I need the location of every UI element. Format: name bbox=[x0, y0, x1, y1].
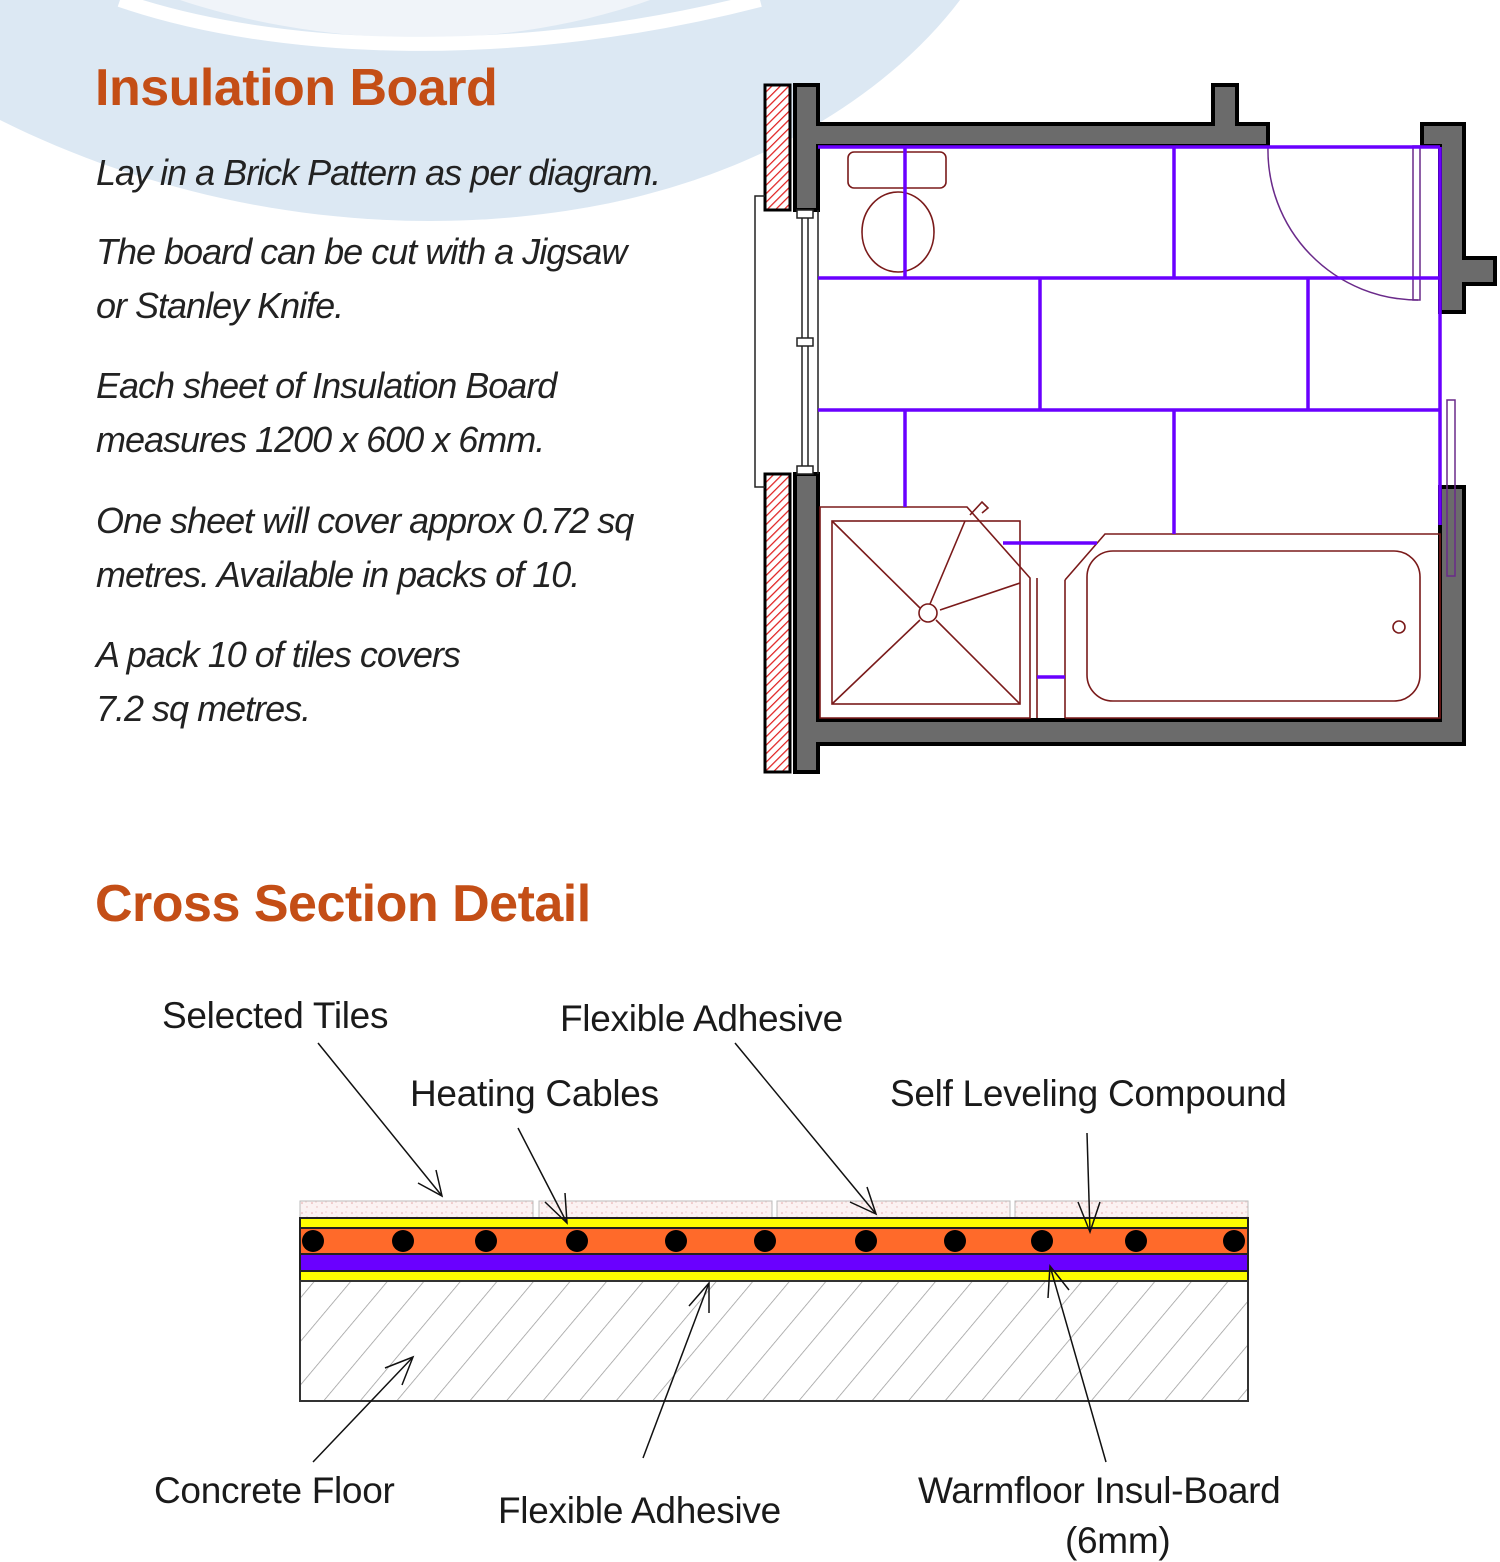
heating-cable bbox=[944, 1230, 966, 1252]
adhesive-top-layer bbox=[299, 1217, 1249, 1229]
instruction-line: One sheet will cover approx 0.72 sq bbox=[96, 500, 634, 541]
heating-cable bbox=[302, 1230, 324, 1252]
tile bbox=[1014, 1200, 1249, 1219]
heating-cable bbox=[855, 1230, 877, 1252]
heating-cable bbox=[754, 1230, 776, 1252]
tile bbox=[299, 1200, 534, 1219]
label-insul-board: Warmfloor Insul-Board bbox=[918, 1470, 1281, 1511]
instruction-paragraph: The board can be cut with a Jigsaw or St… bbox=[96, 225, 627, 333]
tiles-layer bbox=[299, 1200, 1249, 1219]
instruction-line: metres. Available in packs of 10. bbox=[96, 554, 580, 595]
heating-cables bbox=[302, 1230, 1245, 1252]
heating-cable bbox=[665, 1230, 687, 1252]
label-selected-tiles: Selected Tiles bbox=[162, 995, 389, 1036]
instruction-line: Lay in a Brick Pattern as per diagram. bbox=[96, 152, 661, 193]
shower-drain bbox=[918, 603, 938, 623]
insulation-board-heading: Insulation Board bbox=[95, 59, 498, 117]
shower-tray bbox=[819, 506, 1031, 719]
bath-plug bbox=[1392, 620, 1406, 634]
instruction-line: A pack 10 of tiles covers bbox=[96, 634, 461, 675]
instruction-line: measures 1200 x 600 x 6mm. bbox=[96, 419, 545, 460]
cross-section-diagram bbox=[299, 1042, 1249, 1463]
heating-cable bbox=[1125, 1230, 1147, 1252]
heating-cable bbox=[1223, 1230, 1245, 1252]
heating-cable bbox=[475, 1230, 497, 1252]
tile bbox=[538, 1200, 773, 1219]
bathroom-floor-plan bbox=[754, 83, 1497, 774]
cross-section-heading: Cross Section Detail bbox=[95, 875, 591, 933]
heating-cable bbox=[1031, 1230, 1053, 1252]
leader-lines bbox=[312, 1042, 1107, 1463]
toilet-cistern bbox=[847, 151, 947, 189]
label-self-leveling-compound: Self Leveling Compound bbox=[890, 1073, 1287, 1114]
instruction-paragraph: One sheet will cover approx 0.72 sq metr… bbox=[96, 494, 634, 602]
insul-board-layer bbox=[299, 1253, 1249, 1272]
bath-surround bbox=[1064, 533, 1441, 719]
heating-cable bbox=[392, 1230, 414, 1252]
bathroom-fixtures bbox=[819, 151, 1441, 719]
instruction-line: Each sheet of Insulation Board bbox=[96, 365, 557, 406]
instruction-paragraph: Lay in a Brick Pattern as per diagram. bbox=[96, 146, 661, 200]
window bbox=[754, 195, 819, 488]
toilet-bowl bbox=[861, 191, 935, 273]
instruction-paragraph: Each sheet of Insulation Board measures … bbox=[96, 359, 557, 467]
instruction-line: The board can be cut with a Jigsaw bbox=[96, 231, 627, 272]
insulation-board-grid bbox=[818, 145, 1442, 679]
label-concrete-floor: Concrete Floor bbox=[154, 1470, 395, 1511]
bath-tub bbox=[1086, 550, 1421, 702]
door bbox=[1267, 145, 1456, 577]
label-insul-board-thickness: (6mm) bbox=[1065, 1520, 1171, 1561]
label-flexible-adhesive-bottom: Flexible Adhesive bbox=[498, 1490, 781, 1531]
instruction-line: or Stanley Knife. bbox=[96, 285, 344, 326]
concrete-floor-layer bbox=[299, 1280, 1249, 1402]
heating-cable bbox=[566, 1230, 588, 1252]
adhesive-bottom-layer bbox=[299, 1270, 1249, 1282]
label-heating-cables: Heating Cables bbox=[410, 1073, 659, 1114]
label-flexible-adhesive-top: Flexible Adhesive bbox=[560, 998, 843, 1039]
instruction-paragraph: A pack 10 of tiles covers 7.2 sq metres. bbox=[96, 628, 461, 736]
exterior-wall-hatch bbox=[763, 83, 792, 774]
background-swoosh bbox=[0, 0, 960, 221]
instruction-line: 7.2 sq metres. bbox=[96, 688, 311, 729]
tile bbox=[776, 1200, 1011, 1219]
